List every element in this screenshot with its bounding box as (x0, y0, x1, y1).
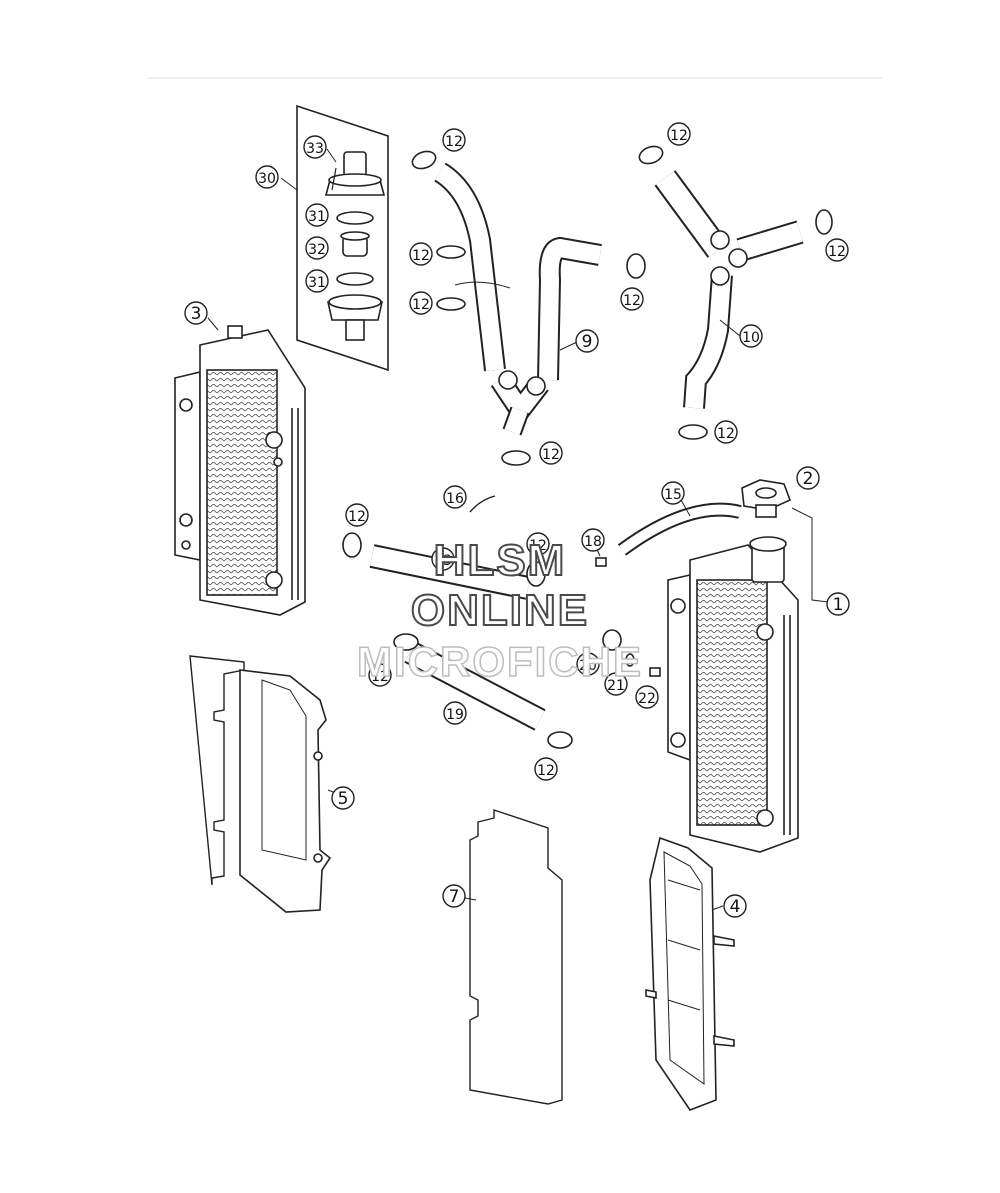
callout-12-circle-f (620, 287, 644, 311)
callout-12-f: 12 (623, 293, 641, 309)
callout-12-l: 12 (537, 763, 555, 779)
callout-12-circle-h (714, 420, 738, 444)
callout-5: 5 (338, 789, 349, 809)
callout-19-circle (443, 701, 467, 725)
callout-10-circle (739, 324, 763, 348)
callout-16: 16 (446, 491, 464, 507)
callout-13-circle (431, 547, 455, 571)
callouts (184, 122, 850, 918)
callout-12-circle-e (409, 291, 433, 315)
radiator-left (174, 325, 306, 616)
callout-3: 3 (191, 304, 202, 324)
radiator-guard-4 (645, 836, 735, 1111)
callout-12-circle-b (667, 122, 691, 146)
callout-12-circle-g (539, 441, 563, 465)
thermostat-group-box (296, 104, 389, 372)
callout-12-circle-i (345, 503, 369, 527)
callout-15: 15 (664, 487, 682, 503)
callout-32-circle (305, 236, 329, 260)
callout-21-circle (604, 672, 628, 696)
radiator-cap (741, 479, 792, 518)
callout-18-circle (581, 528, 605, 552)
radiator-shroud-5 (189, 655, 332, 913)
callout-12-b: 12 (670, 128, 688, 144)
hose-10 (654, 170, 804, 409)
callout-12-a: 12 (445, 134, 463, 150)
hose-clamps (342, 145, 833, 749)
callout-31-circle-a (305, 203, 329, 227)
callout-21: 21 (607, 678, 625, 694)
callout-12-e: 12 (412, 297, 430, 313)
callout-labels: 1 2 3 4 5 7 9 10 12 12 12 12 12 12 12 12… (191, 128, 846, 917)
callout-22: 22 (638, 691, 656, 707)
callout-9-circle (575, 329, 599, 353)
callout-12-circle-j (526, 532, 550, 556)
callout-33: 33 (306, 141, 324, 157)
callout-3-circle (184, 301, 208, 325)
callout-32: 32 (308, 242, 326, 258)
callout-31-circle-b (305, 269, 329, 293)
callout-19: 19 (446, 707, 464, 723)
callout-9: 9 (582, 332, 593, 352)
callout-20-circle (576, 652, 600, 676)
hose-15 (617, 502, 742, 556)
callout-12-i: 12 (348, 509, 366, 525)
radiator-shroud-7 (469, 809, 563, 1105)
callout-5-circle (331, 786, 355, 810)
callout-1: 1 (833, 595, 844, 615)
radiator-right (667, 536, 799, 853)
callout-30-circle (255, 165, 279, 189)
callout-18: 18 (584, 534, 602, 550)
callout-10: 10 (742, 330, 760, 346)
callout-12-d: 12 (412, 248, 430, 264)
callout-12-circle-d (409, 242, 433, 266)
callout-20: 20 (579, 658, 597, 674)
callout-30: 30 (258, 171, 276, 187)
callout-7: 7 (449, 887, 460, 907)
callout-12-g: 12 (542, 447, 560, 463)
callout-1-circle (826, 592, 850, 616)
callout-31-b: 31 (308, 275, 326, 291)
callout-33-circle (303, 135, 327, 159)
callout-12-j: 12 (529, 538, 547, 554)
callout-15-circle (661, 481, 685, 505)
callout-13: 13 (434, 553, 452, 569)
callout-2-circle (796, 466, 820, 490)
callout-16-circle (443, 485, 467, 509)
callout-12-k: 12 (371, 669, 389, 685)
callout-4: 4 (730, 897, 741, 917)
callout-31-a: 31 (308, 209, 326, 225)
callout-22-circle (635, 685, 659, 709)
callout-12-circle-a (442, 128, 466, 152)
callout-12-circle-l (534, 757, 558, 781)
callout-12-circle-c (825, 238, 849, 262)
hose-13 (369, 544, 531, 600)
callout-12-circle-k (368, 663, 392, 687)
callout-2: 2 (803, 469, 814, 489)
small-fittings (595, 557, 661, 677)
callout-12-c: 12 (828, 244, 846, 260)
callout-7-circle (442, 884, 466, 908)
callout-4-circle (723, 894, 747, 918)
hose-19 (404, 641, 546, 731)
callout-12-h: 12 (717, 426, 735, 442)
wire-16 (469, 495, 496, 513)
